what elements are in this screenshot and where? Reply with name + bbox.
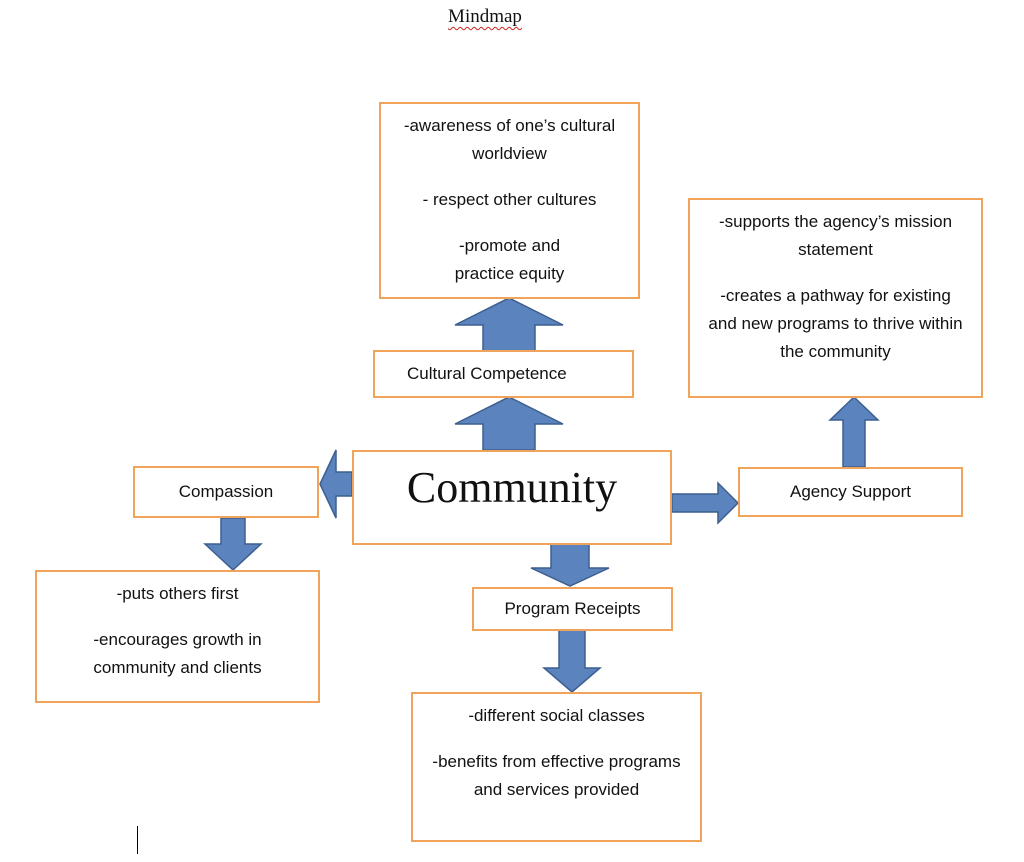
compassion-detail-2: -encourages growth in community and clie… xyxy=(93,630,262,677)
cultural-detail-3: -promote and practice equity xyxy=(454,236,565,283)
program-receipts-label: Program Receipts xyxy=(504,599,641,618)
cultural-detail-2: - respect other cultures xyxy=(422,190,597,209)
arrow-down-to-program-receipts xyxy=(530,543,610,587)
agency-detail-1: -supports the agency’s mission statement xyxy=(718,212,953,259)
agency-support-details: -supports the agency’s mission statement… xyxy=(688,198,983,398)
arrow-right-to-agency-support xyxy=(671,481,740,525)
arrow-up-to-agency-details xyxy=(828,395,880,468)
program-detail-2: -benefits from effective programs and se… xyxy=(432,752,681,799)
arrow-down-to-program-details xyxy=(541,629,603,693)
community-label: Community xyxy=(406,462,618,512)
program-detail-1: -different social classes xyxy=(468,706,645,725)
text-cursor xyxy=(137,826,138,854)
agency-support-node: Agency Support xyxy=(738,467,963,517)
agency-detail-2: -creates a pathway for existing and new … xyxy=(708,286,963,361)
arrow-up-to-cultural-details xyxy=(454,297,564,352)
program-receipts-node: Program Receipts xyxy=(472,587,673,631)
cultural-competence-label: Cultural Competence xyxy=(407,364,567,383)
arrow-left-to-compassion xyxy=(319,449,353,519)
cultural-competence-node: Cultural Competence xyxy=(373,350,634,398)
program-receipts-details: -different social classes -benefits from… xyxy=(411,692,702,842)
page-title: Mindmap xyxy=(448,6,522,27)
compassion-details: -puts others first -encourages growth in… xyxy=(35,570,320,703)
arrow-down-to-compassion-details xyxy=(203,517,263,572)
compassion-node: Compassion xyxy=(133,466,319,518)
cultural-competence-details: -awareness of one’s cultural worldview -… xyxy=(379,102,640,299)
arrow-up-to-cultural-competence xyxy=(454,396,564,451)
community-center-node: Community xyxy=(352,450,672,545)
cultural-detail-1: -awareness of one’s cultural worldview xyxy=(403,116,616,163)
compassion-detail-1: -puts others first xyxy=(116,584,239,603)
agency-support-label: Agency Support xyxy=(790,482,911,501)
compassion-label: Compassion xyxy=(178,482,274,501)
